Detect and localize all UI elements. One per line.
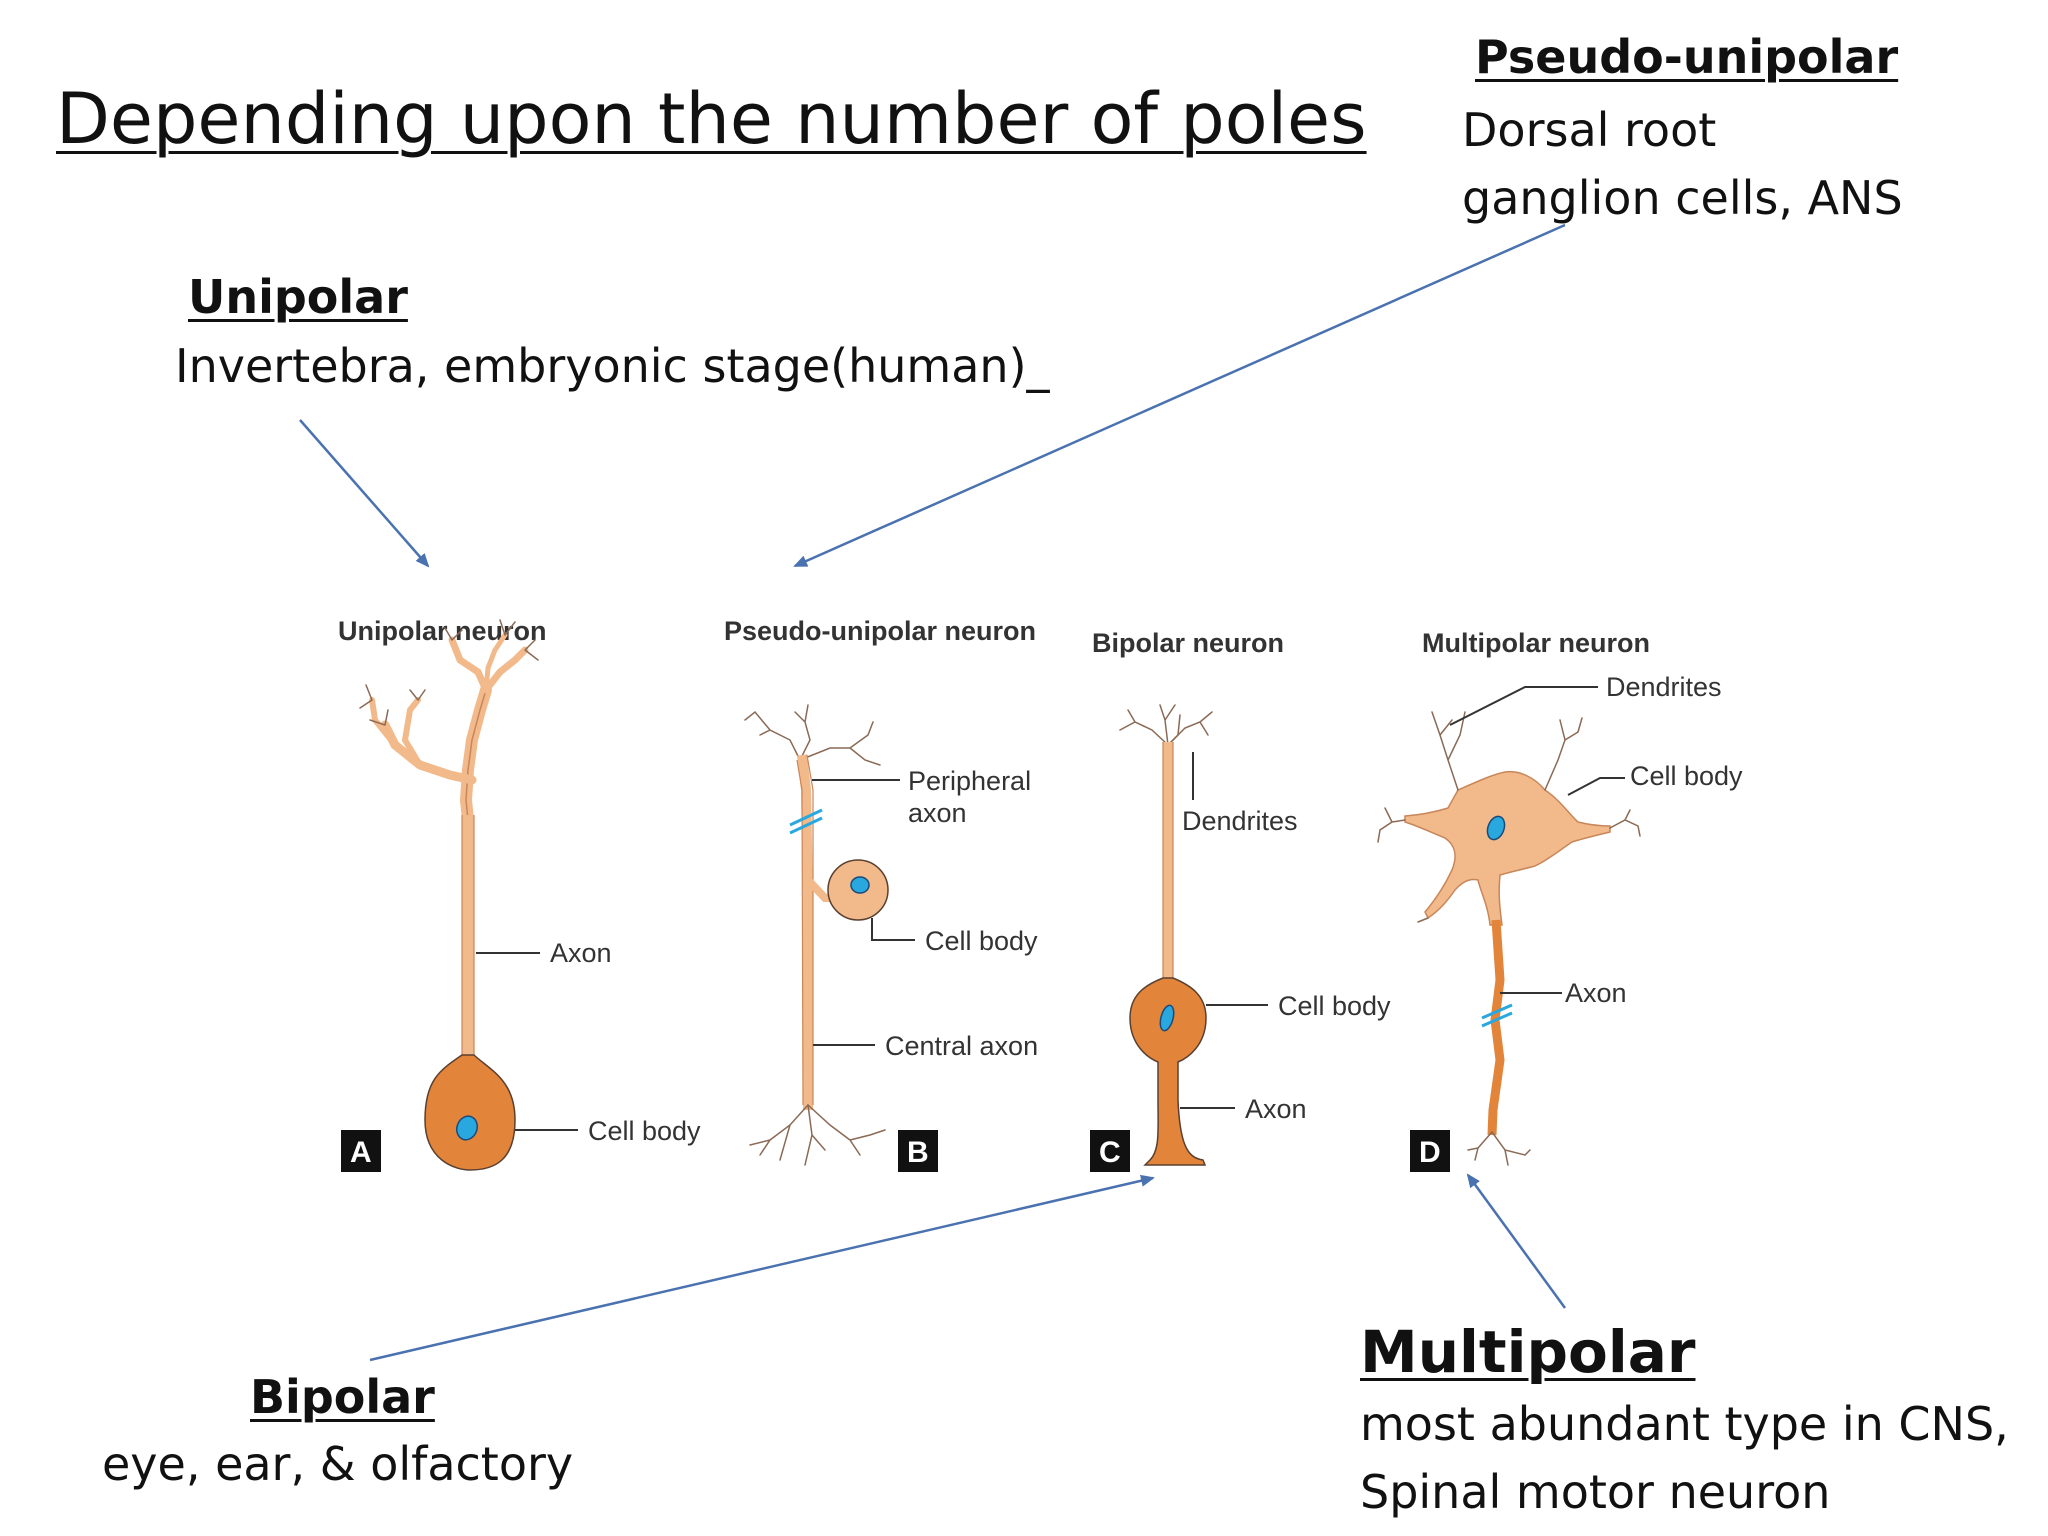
- pseudo-unipolar-dendrites: [744, 704, 881, 766]
- pseudo-unipolar-nucleus: [850, 876, 870, 894]
- unipolar-neuron-panel: Unipolar neuron Axon Cell body A: [338, 616, 701, 1172]
- leader-line: [1449, 686, 1598, 726]
- bipolar-description: eye, ear, & olfactory: [102, 1437, 574, 1491]
- unipolar-neuron-nucleus: [455, 1115, 479, 1141]
- multipolar-description-line: most abundant type in CNS,: [1360, 1397, 2009, 1451]
- multipolar-arrow: [1466, 1173, 1567, 1309]
- axon-label: Axon: [1565, 978, 1627, 1008]
- unipolar-description: Invertebra, embryonic stage(human)_: [175, 339, 1050, 393]
- pseudo-unipolar-neuron-title: Pseudo-unipolar neuron: [724, 616, 1036, 646]
- cell-body-label: Cell body: [1278, 991, 1391, 1021]
- unipolar-arrow: [299, 419, 430, 568]
- multipolar-axon: [1487, 919, 1505, 1136]
- unipolar-neuron-title: Unipolar neuron: [338, 616, 547, 646]
- slide-title: Depending upon the number of poles: [56, 78, 1367, 160]
- unipolar-neuron-axon: [461, 815, 475, 1070]
- pseudo-unipolar-axon: [796, 754, 830, 1110]
- panel-badge-label: C: [1099, 1136, 1121, 1169]
- cell-body-label: Cell body: [1630, 761, 1743, 791]
- multipolar-neuron-panel: Multipolar neuron Dendrites Cell body Ax…: [1377, 628, 1743, 1172]
- pseudo-unipolar-heading: Pseudo-unipolar: [1475, 30, 1899, 84]
- dendrites-label: Dendrites: [1606, 672, 1722, 702]
- unipolar-neuron-dendrites: [359, 619, 539, 826]
- axon-label: Axon: [1245, 1094, 1307, 1124]
- bipolar-dendrites: [1119, 704, 1213, 746]
- bipolar-cell-body: [1129, 977, 1207, 1166]
- central-axon-label: Central axon: [885, 1031, 1038, 1061]
- multipolar-neuron-title: Multipolar neuron: [1422, 628, 1650, 658]
- cell-body-label: Cell body: [588, 1116, 701, 1146]
- multipolar-axon-terminals: [1467, 1131, 1531, 1166]
- dendrites-label: Dendrites: [1182, 806, 1298, 836]
- leader-line: [1567, 777, 1625, 796]
- panel-badge-label: A: [350, 1136, 372, 1169]
- pseudo-unipolar-description: Dorsal root ganglion cells, ANS: [1462, 96, 1903, 232]
- pseudo-unipolar-neuron-panel: Pseudo-unipolar neuron Peripheral axon C…: [724, 616, 1038, 1172]
- multipolar-description-line: Spinal motor neuron: [1360, 1465, 1831, 1519]
- multipolar-nucleus: [1486, 815, 1506, 841]
- panel-badge: [1410, 1130, 1450, 1172]
- bipolar-nucleus: [1159, 1004, 1175, 1032]
- multipolar-cell-body: [1404, 770, 1611, 926]
- bipolar-heading: Bipolar: [250, 1370, 435, 1424]
- panel-badge: [1090, 1130, 1130, 1172]
- unipolar-heading: Unipolar: [188, 270, 408, 324]
- unipolar-neuron-cell-body: [424, 1054, 516, 1171]
- axon-label: Axon: [550, 938, 612, 968]
- pseudo-unipolar-central-branches: [749, 1104, 886, 1166]
- multipolar-description: most abundant type in CNS, Spinal motor …: [1360, 1390, 2009, 1526]
- peripheral-axon-label: axon: [908, 798, 967, 828]
- multipolar-dendrites: [1377, 711, 1641, 923]
- axon-break-mark: [789, 816, 823, 835]
- peripheral-axon-label: Peripheral: [908, 766, 1031, 796]
- panel-badge: [341, 1130, 381, 1172]
- leader-line: [871, 918, 915, 941]
- multipolar-heading: Multipolar: [1360, 1318, 1696, 1386]
- panel-badge-label: B: [907, 1136, 929, 1169]
- pseudo-unipolar-description-line: ganglion cells, ANS: [1462, 171, 1903, 225]
- bipolar-neuron-panel: Bipolar neuron Dendrites Cell body Axon …: [1090, 628, 1391, 1172]
- pseudo-unipolar-description-line: Dorsal root: [1462, 103, 1717, 157]
- panel-badge: [898, 1130, 938, 1172]
- panel-badge-label: D: [1419, 1136, 1441, 1169]
- bipolar-dendritic-process: [1162, 742, 1174, 990]
- bipolar-neuron-title: Bipolar neuron: [1092, 628, 1284, 658]
- pseudo-unipolar-arrow: [793, 223, 1566, 568]
- axon-break-mark: [789, 808, 823, 827]
- bipolar-arrow: [369, 1174, 1155, 1362]
- axon-break-mark: [1481, 1011, 1513, 1028]
- cell-body-label: Cell body: [925, 926, 1038, 956]
- axon-break-mark: [1481, 1003, 1513, 1020]
